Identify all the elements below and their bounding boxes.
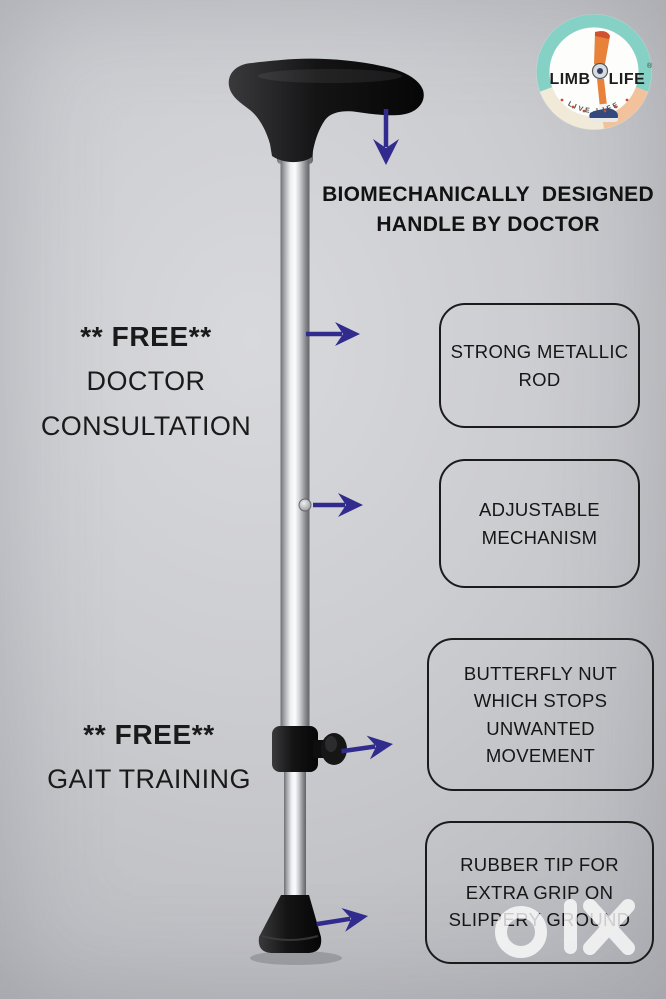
free-gait-training: ** FREE** GAIT TRAINING bbox=[0, 712, 300, 802]
free-gait-line2: GAIT TRAINING bbox=[47, 764, 251, 794]
free-doctor-line2: DOCTOR bbox=[86, 366, 206, 396]
olx-x-glyph bbox=[583, 899, 635, 955]
prosthetic-leg-icon bbox=[589, 31, 618, 122]
arrow-right-icon-tip bbox=[316, 908, 368, 932]
olx-l-glyph bbox=[564, 899, 577, 954]
callout-line: ADJUSTABLE bbox=[479, 499, 600, 520]
cane-handle bbox=[228, 58, 424, 163]
arrow-right-icon-nut bbox=[341, 735, 393, 760]
logo-brand-left: LIMB bbox=[549, 71, 590, 88]
callout-line: STRONG METALLIC bbox=[450, 341, 629, 362]
callout-butterfly-nut: BUTTERFLY NUT WHICH STOPS UNWANTED MOVEM… bbox=[427, 638, 654, 791]
callout-line: UNWANTED bbox=[486, 717, 595, 739]
butterfly-nut bbox=[272, 726, 347, 772]
callout-line: RUBBER TIP FOR bbox=[460, 854, 619, 876]
cane-rod bbox=[277, 147, 313, 900]
handle-annotation-line2: HANDLE BY DOCTOR bbox=[376, 213, 600, 236]
logo-brand-right: LIFE bbox=[609, 71, 646, 88]
callout-line: WHICH STOPS bbox=[473, 690, 608, 711]
tagline-dots bbox=[560, 98, 629, 113]
callout-line: MOVEMENT bbox=[485, 745, 596, 766]
callout-line: EXTRA GRIP ON bbox=[465, 881, 614, 903]
callout-line: MECHANISM bbox=[481, 526, 598, 548]
free-label: ** FREE** bbox=[80, 321, 212, 352]
rubber-tip bbox=[258, 895, 322, 953]
free-doctor-consultation: ** FREE** DOCTOR CONSULTATION bbox=[0, 314, 297, 449]
arrow-down-icon bbox=[373, 109, 399, 165]
logo-ring-teal bbox=[536, 14, 652, 92]
olx-o-glyph bbox=[495, 906, 547, 958]
callout-line: ROD bbox=[518, 368, 561, 390]
free-label: ** FREE** bbox=[83, 719, 215, 750]
registered-mark: ® bbox=[647, 62, 653, 70]
adjustment-pin bbox=[298, 498, 312, 512]
callout-line: BUTTERFLY NUT bbox=[463, 662, 618, 684]
floor-shadow bbox=[250, 951, 342, 965]
handle-annotation-line1: BIOMECHANICALLY DESIGNED bbox=[322, 183, 654, 206]
callout-strong-metallic-rod: STRONG METALLIC ROD bbox=[439, 303, 640, 428]
callout-adjustable-mechanism: ADJUSTABLE MECHANISM bbox=[439, 459, 640, 588]
arrow-right-icon-rod bbox=[306, 322, 360, 346]
free-doctor-line3: CONSULTATION bbox=[40, 411, 252, 441]
arrow-right-icon-mechanism bbox=[313, 493, 363, 517]
handle-annotation: BIOMECHANICALLY DESIGNED HANDLE BY DOCTO… bbox=[312, 180, 664, 240]
